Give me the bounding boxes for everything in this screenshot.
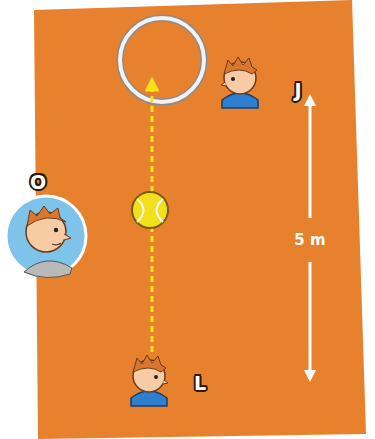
player-letter: J	[294, 81, 301, 100]
target-ring	[120, 18, 204, 102]
dimension-label: 5 m	[292, 230, 327, 251]
tennis-ball	[132, 192, 168, 228]
player-letter: O	[30, 173, 46, 192]
player-figure	[6, 196, 86, 278]
player-letter: L	[194, 374, 206, 393]
player-figure	[131, 355, 168, 406]
player-figure	[221, 57, 258, 108]
